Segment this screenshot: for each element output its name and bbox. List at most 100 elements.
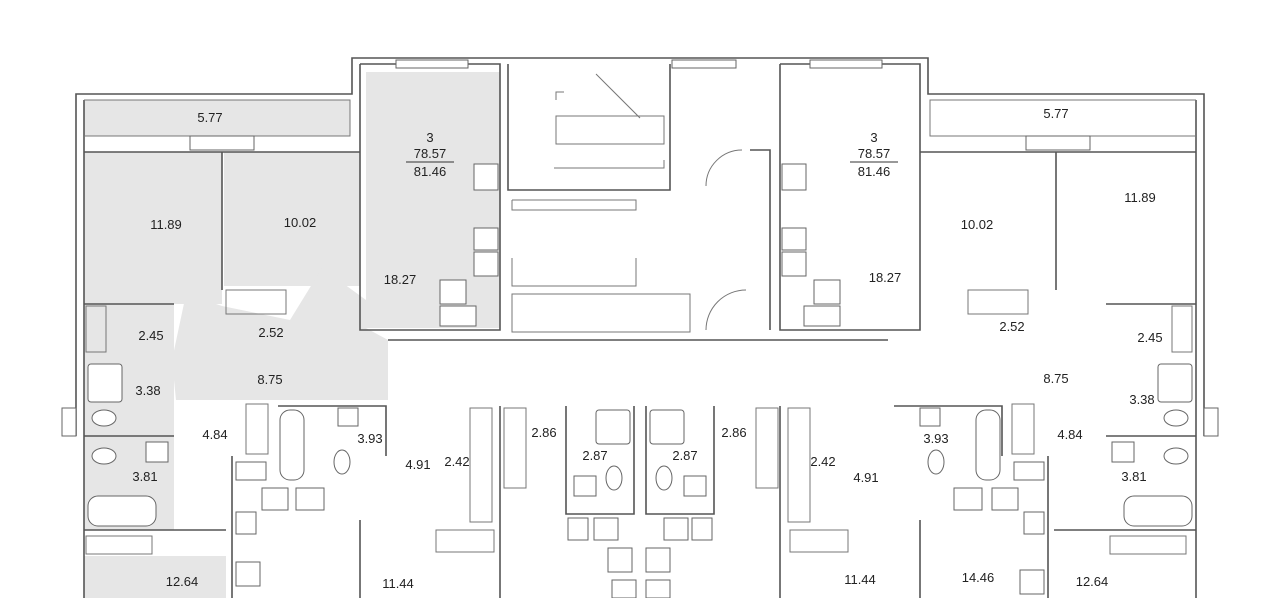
window — [189, 135, 255, 151]
sink — [781, 251, 807, 277]
room-area-label: 3.93 — [357, 431, 382, 446]
washbasin — [683, 475, 707, 497]
shaft — [511, 293, 691, 333]
window — [671, 59, 737, 69]
window — [1203, 407, 1219, 437]
toilet — [605, 465, 623, 491]
room-area-labels: 5.77 5.77 11.89 10.02 18.27 2.52 2.45 3.… — [132, 106, 1162, 591]
cooktop — [645, 547, 671, 573]
room-area-label: 2.87 — [672, 448, 697, 463]
room-area-label: 4.84 — [1057, 427, 1082, 442]
apt-right-total-area: 81.46 — [858, 164, 891, 179]
room-area-label: 18.27 — [384, 272, 417, 287]
washbasin — [337, 407, 359, 427]
circulation — [554, 73, 747, 331]
room-area-label: 3.38 — [1129, 392, 1154, 407]
fridge — [473, 163, 499, 191]
room-area-label: 2.42 — [810, 454, 835, 469]
room-area-label: 11.44 — [844, 572, 876, 587]
bathtub — [87, 495, 157, 527]
window — [395, 59, 469, 69]
grille-box — [245, 403, 269, 455]
washbasin — [1111, 441, 1135, 463]
grille-box — [1109, 535, 1187, 555]
shower — [1157, 363, 1193, 403]
cooktop — [607, 547, 633, 573]
stove — [1023, 511, 1045, 535]
washbasin — [573, 475, 597, 497]
apt-left-rooms: 3 — [426, 130, 433, 145]
lobby-wall — [750, 149, 771, 330]
grille-box — [85, 305, 107, 353]
room-area-label: 2.42 — [444, 454, 469, 469]
washbasin — [919, 407, 941, 427]
room-area-label: 4.91 — [405, 457, 430, 472]
bottom-room-fill — [84, 556, 226, 598]
stove — [781, 227, 807, 251]
apt-right-rooms: 3 — [870, 130, 877, 145]
room-area-label: 3.93 — [923, 431, 948, 446]
stair-arrow — [554, 160, 665, 169]
room-area-label: 2.52 — [999, 319, 1024, 334]
washbasin — [145, 441, 169, 463]
door-swing — [705, 289, 747, 331]
grille-box — [967, 289, 1029, 315]
room-area-label: 2.86 — [531, 425, 556, 440]
room-area-label: 8.75 — [257, 372, 282, 387]
grille-box — [225, 289, 287, 315]
stove — [473, 227, 499, 251]
grille-box — [755, 407, 779, 489]
cooktop — [439, 279, 467, 305]
bath-wall-c — [278, 405, 387, 456]
stair-arrow — [555, 91, 564, 100]
fixtures — [87, 163, 1193, 598]
bedroom-fill — [84, 152, 222, 304]
grille-box — [503, 407, 527, 489]
room-area-label: 2.45 — [138, 328, 163, 343]
room-area-label: 10.02 — [284, 215, 317, 230]
cooktop — [813, 279, 841, 305]
fridge — [645, 579, 671, 598]
window — [809, 59, 883, 69]
toilet — [333, 449, 351, 475]
kitchen-fill — [366, 72, 500, 328]
oven — [439, 305, 477, 327]
bathtub — [279, 409, 305, 481]
apt-left-living-area: 78.57 — [414, 146, 447, 161]
sink — [593, 517, 619, 541]
balcony-fill — [84, 100, 350, 136]
door-swing — [705, 149, 743, 187]
stair-landing — [555, 115, 665, 145]
lift-shaft — [511, 258, 637, 287]
room-area-label: 2.86 — [721, 425, 746, 440]
cooktop — [1019, 569, 1045, 595]
washer — [1013, 461, 1045, 481]
room-area-label: 5.77 — [1043, 106, 1068, 121]
lift-wall — [511, 199, 637, 211]
grille-box — [787, 407, 811, 523]
oven — [803, 305, 841, 327]
room-area-label: 5.77 — [197, 110, 222, 125]
room-area-label: 2.52 — [258, 325, 283, 340]
grille-box — [789, 529, 849, 553]
toilet — [1163, 447, 1189, 465]
room-area-label: 12.64 — [166, 574, 199, 589]
grille-box — [1171, 305, 1193, 353]
window — [61, 407, 77, 437]
apt-left-total-area: 81.46 — [414, 164, 447, 179]
sink — [663, 517, 689, 541]
fridge — [781, 163, 807, 191]
washer — [567, 517, 589, 541]
room-area-label: 8.75 — [1043, 371, 1068, 386]
room-area-label: 3.81 — [1121, 469, 1146, 484]
hall-fill — [172, 268, 388, 400]
windows — [61, 59, 1219, 437]
shower — [87, 363, 123, 403]
bath-wall-d — [565, 406, 635, 515]
room-area-label: 4.84 — [202, 427, 227, 442]
bath-wall-f — [894, 405, 1003, 456]
room-area-label: 11.44 — [382, 576, 414, 591]
toilet — [91, 409, 117, 427]
room-area-label: 14.46 — [962, 570, 995, 585]
sink — [991, 487, 1019, 511]
